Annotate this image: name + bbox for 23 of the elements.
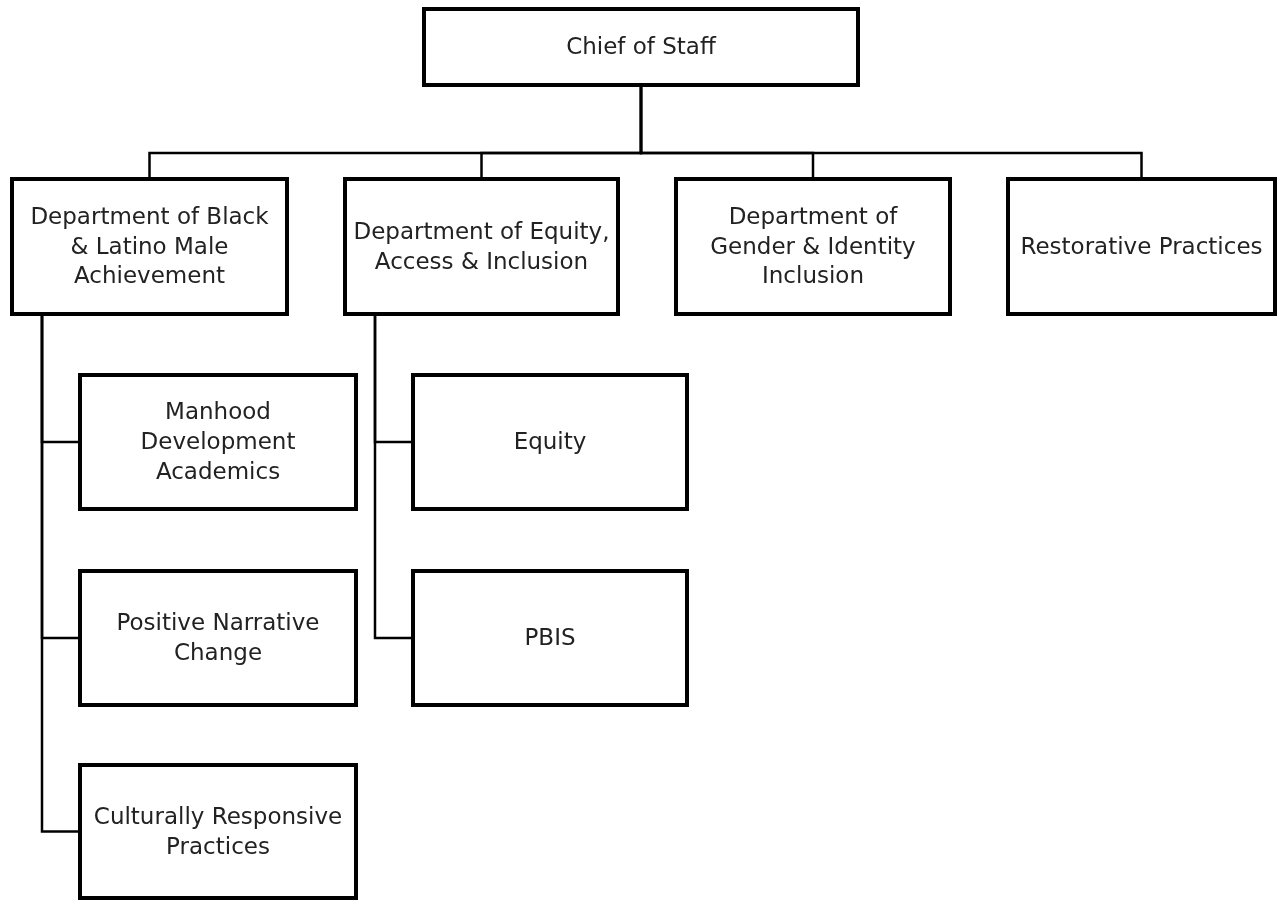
box-label: Equity [513, 427, 587, 457]
org-box [1006, 177, 1277, 316]
org-box [343, 177, 620, 316]
org-box [674, 177, 952, 316]
box-label: Department of Gender & Identity Inclusion [709, 201, 917, 291]
org-box [78, 763, 358, 900]
connector-line [40, 316, 78, 833]
box-label: Culturally Responsive Practices [92, 801, 344, 861]
box-label: Department of Equity, Access & Inclusion [353, 216, 610, 276]
box-label: Restorative Practices [1020, 231, 1263, 261]
org-box [422, 7, 860, 87]
box-label: Department of Black & Latino Male Achievement [29, 201, 270, 291]
box-label: Chief of Staff [566, 32, 716, 62]
org-box [78, 569, 358, 707]
org-box [10, 177, 289, 316]
box-label: PBIS [524, 623, 576, 653]
connector-line [639, 87, 1143, 177]
box-label: Positive Narrative Change [115, 608, 321, 667]
org-box [411, 569, 689, 707]
org-box [411, 373, 689, 511]
connector-line [373, 316, 411, 640]
org-box [78, 373, 358, 511]
box-label: Manhood Development Academics [139, 397, 297, 486]
